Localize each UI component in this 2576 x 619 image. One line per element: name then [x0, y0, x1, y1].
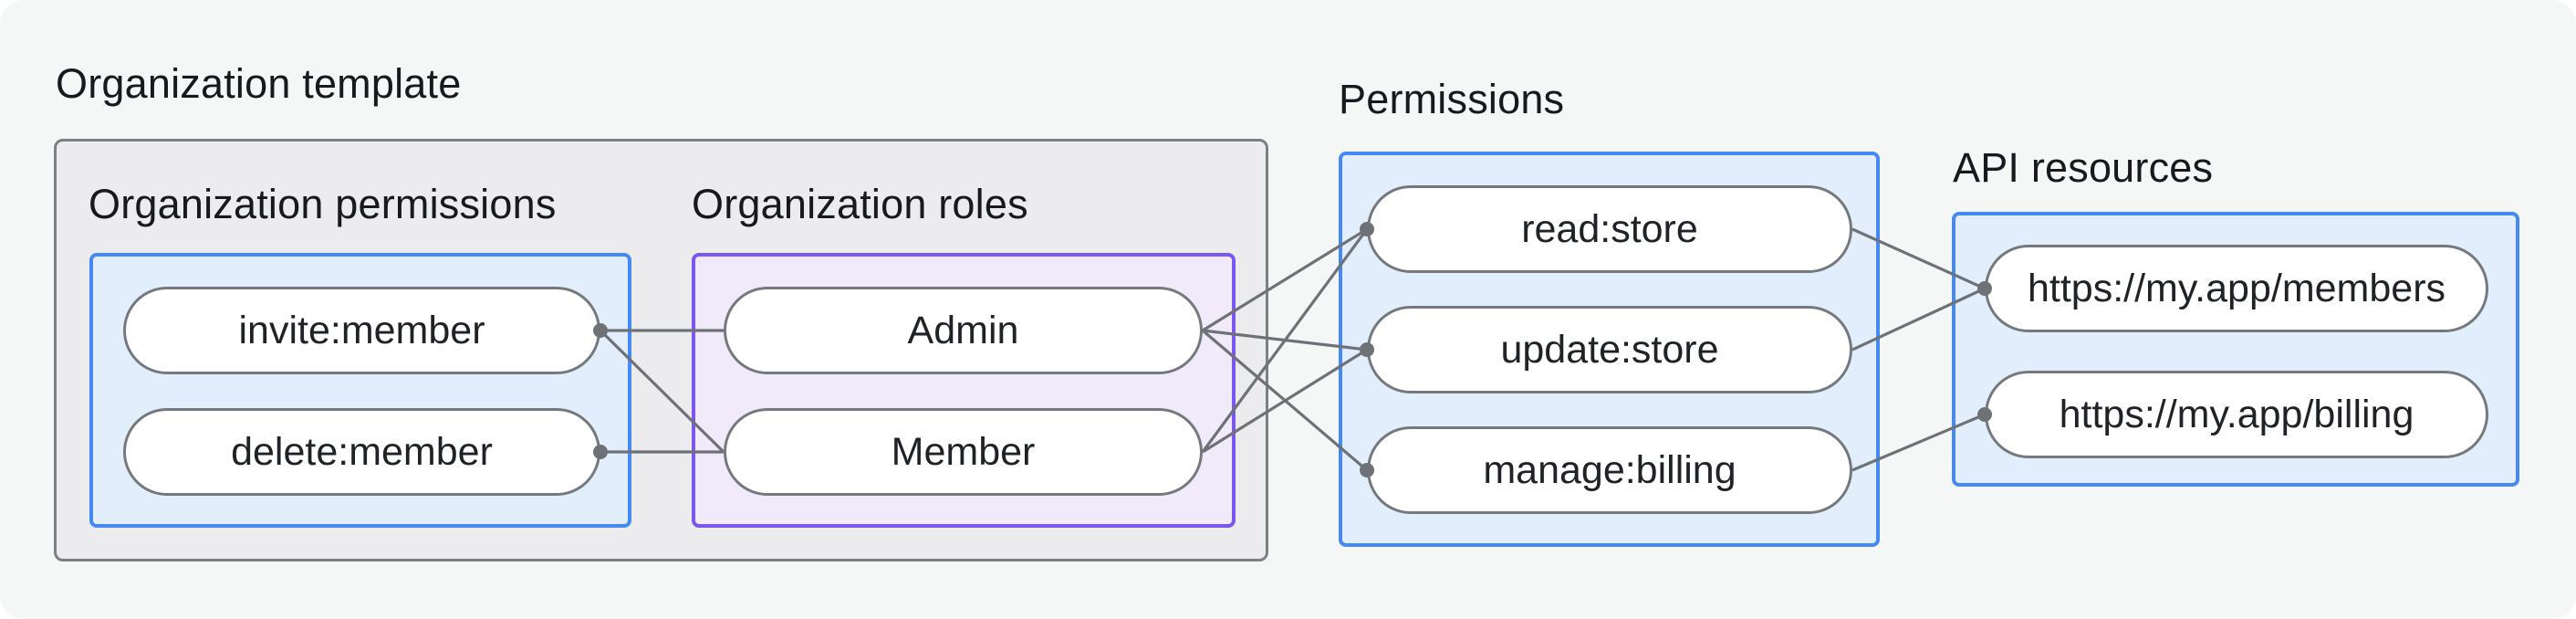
node-invite-member: invite:member	[123, 287, 600, 374]
node-admin: Admin	[724, 287, 1203, 374]
node-member: Member	[724, 408, 1203, 496]
permissions-heading: Permissions	[1339, 76, 1565, 122]
node-members-url: https://my.app/members	[1985, 245, 2488, 332]
organization-permissions-heading: Organization permissions	[89, 181, 557, 227]
node-delete-member: delete:member	[123, 408, 600, 496]
organization-roles-heading: Organization roles	[692, 181, 1028, 227]
node-read-store: read:store	[1367, 185, 1852, 273]
node-update-store: update:store	[1367, 306, 1852, 393]
api-resources-heading: API resources	[1953, 144, 2214, 191]
node-billing-url: https://my.app/billing	[1985, 371, 2488, 458]
node-manage-billing: manage:billing	[1367, 426, 1852, 514]
organization-template-title: Organization template	[56, 60, 462, 107]
